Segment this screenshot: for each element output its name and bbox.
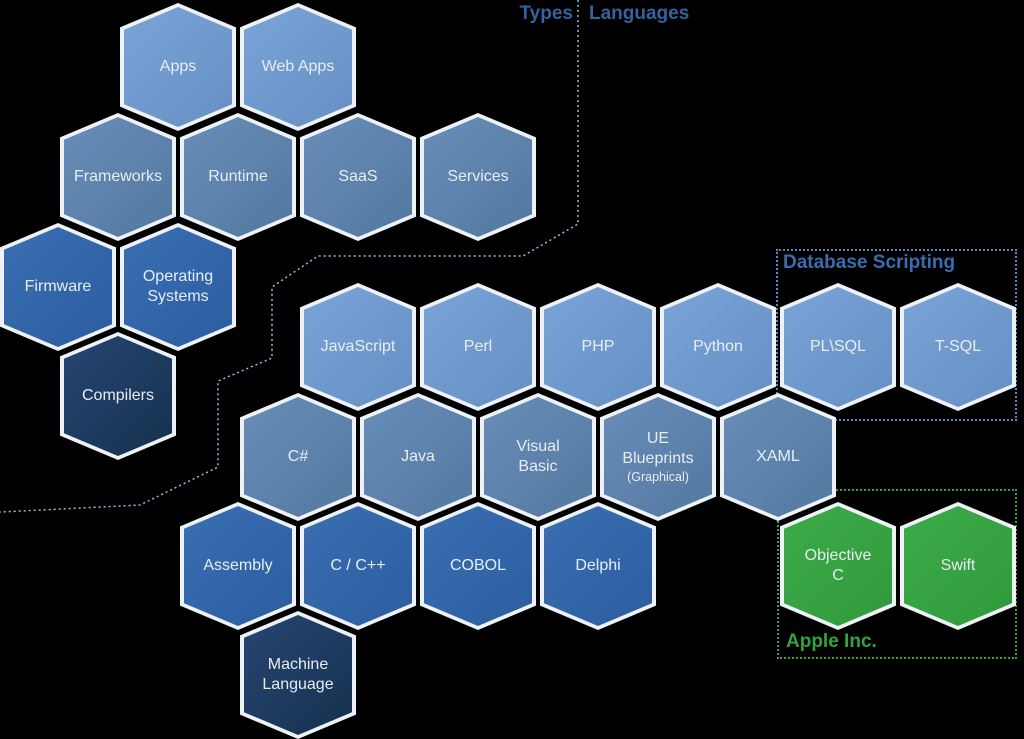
hex-fill: Swift bbox=[904, 506, 1012, 626]
hex-fill: Compilers bbox=[64, 336, 172, 456]
hex-fill: Firmware bbox=[4, 227, 112, 347]
hex-fill: JavaScript bbox=[304, 287, 412, 407]
apple-inc-label: Apple Inc. bbox=[786, 631, 877, 652]
hex-label-apps: Apps bbox=[159, 58, 197, 75]
hex-apps: Apps bbox=[120, 3, 236, 131]
hex-plsql: PL\SQL bbox=[780, 283, 896, 411]
hex-assembly: Assembly bbox=[180, 502, 296, 630]
hex-label-php: PHP bbox=[581, 338, 615, 355]
hex-fill: SaaS bbox=[304, 117, 412, 237]
hex-fill: Runtime bbox=[184, 117, 292, 237]
hex-fill: PHP bbox=[544, 287, 652, 407]
database-scripting-box: Database Scripting bbox=[776, 249, 1017, 421]
hex-label-compilers: Compilers bbox=[81, 387, 154, 404]
hex-saas: SaaS bbox=[300, 113, 416, 241]
hex-compilers: Compilers bbox=[60, 332, 176, 460]
hex-label-runtime: Runtime bbox=[208, 168, 268, 185]
hex-label-firmware: Firmware bbox=[24, 278, 92, 295]
hex-fill: COBOL bbox=[424, 506, 532, 626]
hex-label-saas: SaaS bbox=[338, 168, 378, 185]
hex-label-web-apps: Web Apps bbox=[261, 58, 335, 75]
hex-python: Python bbox=[660, 283, 776, 411]
hex-cobol: COBOL bbox=[420, 502, 536, 630]
hex-label-xaml: XAML bbox=[756, 448, 800, 465]
hex-java: Java bbox=[360, 393, 476, 521]
hex-label-c-cpp: C / C++ bbox=[330, 557, 386, 574]
hex-label-delphi: Delphi bbox=[575, 557, 621, 574]
hex-javascript: JavaScript bbox=[300, 283, 416, 411]
hex-label-python: Python bbox=[693, 338, 743, 355]
hex-web-apps: Web Apps bbox=[240, 3, 356, 131]
languages-region-label: Languages bbox=[589, 3, 690, 24]
hex-fill: PL\SQL bbox=[784, 287, 892, 407]
hex-fill: XAML bbox=[724, 397, 832, 517]
hex-fill: C# bbox=[244, 397, 352, 517]
hex-label-perl: Perl bbox=[463, 338, 493, 355]
types-region-label: Types bbox=[519, 3, 573, 24]
hex-firmware: Firmware bbox=[0, 223, 116, 351]
hex-fill: Services bbox=[424, 117, 532, 237]
hex-runtime: Runtime bbox=[180, 113, 296, 241]
hex-c-cpp: C / C++ bbox=[300, 502, 416, 630]
hex-services: Services bbox=[420, 113, 536, 241]
hex-tsql: T-SQL bbox=[900, 283, 1016, 411]
hex-fill: Java bbox=[364, 397, 472, 517]
hex-label-java: Java bbox=[401, 448, 435, 465]
hex-sublabel-ue-blueprints: (Graphical) bbox=[627, 469, 689, 484]
hex-label-cobol: COBOL bbox=[449, 557, 506, 574]
hex-label-csharp: C# bbox=[287, 448, 309, 465]
hex-label-tsql: T-SQL bbox=[934, 338, 982, 355]
hex-label-javascript: JavaScript bbox=[320, 338, 396, 355]
hex-label-swift: Swift bbox=[940, 557, 976, 574]
hex-fill: Python bbox=[664, 287, 772, 407]
hex-fill: T-SQL bbox=[904, 287, 1012, 407]
hex-csharp: C# bbox=[240, 393, 356, 521]
hex-fill: Web Apps bbox=[244, 7, 352, 127]
database-scripting-label: Database Scripting bbox=[783, 252, 956, 273]
hex-fill: Perl bbox=[424, 287, 532, 407]
hex-fill: Delphi bbox=[544, 506, 652, 626]
hex-fill: Assembly bbox=[184, 506, 292, 626]
hex-label-plsql: PL\SQL bbox=[809, 338, 867, 355]
hex-fill: Apps bbox=[124, 7, 232, 127]
hex-xaml: XAML bbox=[720, 393, 836, 521]
hex-php: PHP bbox=[540, 283, 656, 411]
hex-delphi: Delphi bbox=[540, 502, 656, 630]
apple-inc-box: Apple Inc. bbox=[777, 489, 1017, 659]
hex-fill: C / C++ bbox=[304, 506, 412, 626]
hex-label-frameworks: Frameworks bbox=[73, 168, 162, 185]
hex-swift: Swift bbox=[900, 502, 1016, 630]
hex-fill: Frameworks bbox=[64, 117, 172, 237]
hex-label-services: Services bbox=[447, 168, 509, 185]
hex-label-assembly: Assembly bbox=[203, 557, 273, 574]
hex-perl: Perl bbox=[420, 283, 536, 411]
hex-frameworks: Frameworks bbox=[60, 113, 176, 241]
